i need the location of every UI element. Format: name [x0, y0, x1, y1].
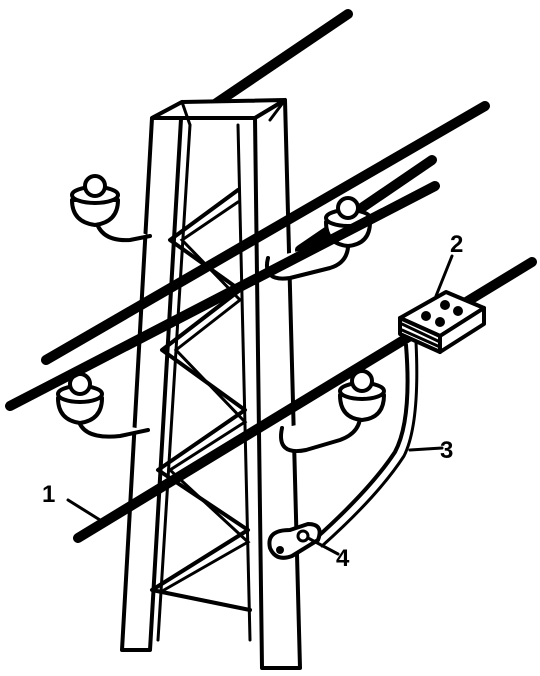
insulator-lower-right [279, 369, 386, 453]
tower-right-leg [253, 98, 302, 670]
conductor-wire-back [210, 9, 437, 255]
ground-clamp [267, 522, 322, 560]
insulator-upper-left [70, 174, 152, 243]
grounding-lead [312, 340, 419, 548]
insulator-lower-left [56, 372, 150, 439]
leader-lines [66, 254, 454, 556]
callout-1: 1 [42, 481, 55, 508]
callout-3: 3 [440, 437, 453, 464]
callout-4: 4 [336, 545, 350, 572]
tower [120, 98, 302, 670]
tower-lattice [150, 188, 252, 612]
connection-box [398, 290, 486, 354]
callout-2: 2 [450, 231, 463, 258]
